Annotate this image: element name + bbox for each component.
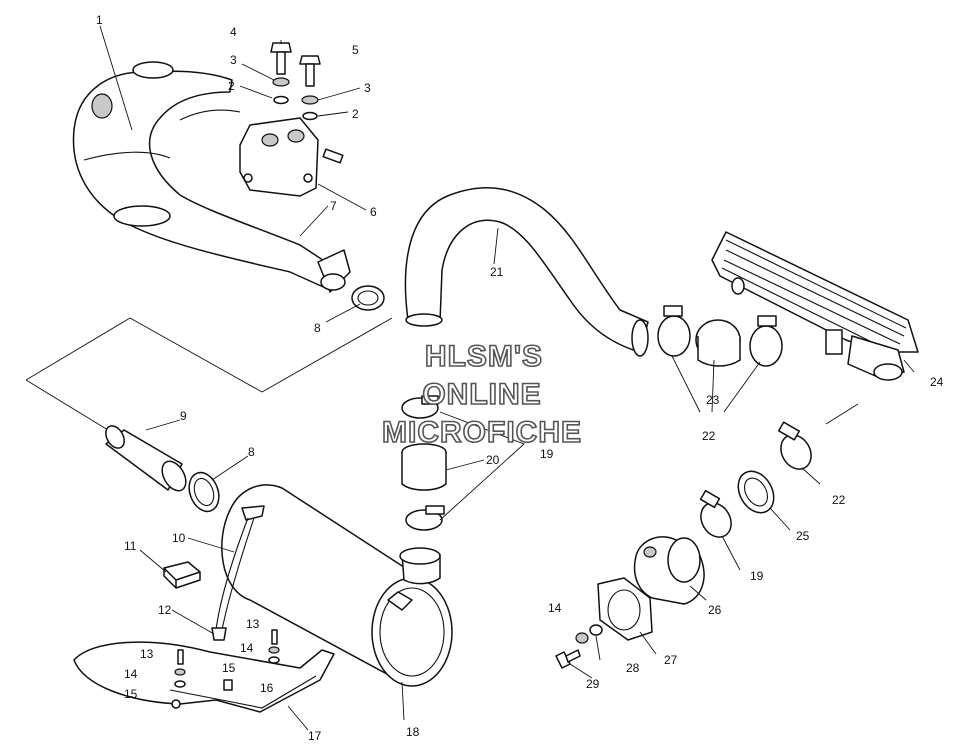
callout-26: 26 — [708, 603, 722, 617]
callout-10: 10 — [172, 531, 186, 545]
callout-25: 25 — [796, 529, 810, 543]
callout-24: 24 — [930, 375, 944, 389]
bolt-29 — [555, 624, 603, 669]
sleeve-leader-lines — [439, 411, 525, 521]
muffler — [221, 484, 453, 687]
callout-1: 1 — [96, 13, 103, 27]
callout-17: 17 — [308, 729, 322, 743]
callout-18: 18 — [406, 725, 420, 739]
callout-22b: 22 — [832, 493, 846, 507]
coupler-25 — [737, 470, 775, 514]
hose-clamp-22-left — [657, 305, 691, 357]
coupler-23 — [695, 319, 741, 367]
callout-16: 16 — [260, 681, 274, 695]
exhaust-elbow — [633, 536, 705, 605]
callout-4: 4 — [230, 25, 237, 39]
bolt-5 — [299, 55, 321, 121]
callout-14c: 14 — [548, 601, 562, 615]
hose-clamp-22-right — [749, 315, 783, 367]
callout-6: 6 — [370, 205, 377, 219]
clamp-19-upper — [401, 395, 439, 419]
rubber-hose — [404, 187, 649, 357]
callout-13a: 13 — [246, 617, 260, 631]
watermark-line-3: MICROFICHE — [382, 416, 582, 449]
clamp-19-lower — [405, 505, 445, 531]
fastener-set-right — [268, 629, 280, 664]
muffler-strap — [211, 505, 265, 641]
callout-5: 5 — [352, 43, 359, 57]
bolt-4 — [270, 42, 292, 105]
callout-29: 29 — [586, 677, 600, 691]
callout-22a: 22 — [702, 429, 716, 443]
callout-19b: 19 — [750, 569, 764, 583]
callout-20: 20 — [486, 453, 500, 467]
callout-13b: 13 — [140, 647, 154, 661]
mounting-plate — [73, 641, 335, 713]
callout-19a: 19 — [540, 447, 554, 461]
callout-12: 12 — [158, 603, 172, 617]
callout-7: 7 — [330, 199, 337, 213]
callout-14a: 14 — [240, 641, 254, 655]
heat-exchanger-leader-dash — [825, 403, 859, 425]
callout-8b: 8 — [248, 445, 255, 459]
hose-clamp-19-lower-right — [699, 489, 732, 538]
clamp-ring-lower — [188, 471, 220, 513]
callout-14b: 14 — [124, 667, 138, 681]
callout-15b: 15 — [124, 687, 138, 701]
sleeve-20 — [401, 443, 447, 491]
callout-15a: 15 — [222, 661, 236, 675]
watermark-line-2: ONLINE — [422, 378, 541, 411]
stud-16 — [223, 679, 233, 691]
callout-2b: 2 — [352, 107, 359, 121]
exhaust-manifold — [239, 117, 344, 197]
callout-27: 27 — [664, 653, 678, 667]
heat-exchanger — [711, 231, 919, 381]
callout-9: 9 — [180, 409, 187, 423]
callout-28: 28 — [626, 661, 640, 675]
callout-11: 11 — [124, 539, 137, 553]
callout-3b: 3 — [364, 81, 371, 95]
callout-leaders — [99, 25, 915, 731]
watermark-line-1: HLSM'S — [425, 340, 543, 373]
callout-21: 21 — [490, 265, 504, 279]
callout-2a: 2 — [228, 79, 235, 93]
clamp-ring-upper — [351, 285, 385, 311]
callout-8a: 8 — [314, 321, 321, 335]
rubber-pad — [163, 561, 201, 589]
assembly-bracket-lines — [25, 317, 393, 393]
fastener-set-left — [174, 649, 186, 688]
callout-23: 23 — [706, 393, 720, 407]
hose-clamp-22-lower — [777, 421, 812, 470]
gasket-27 — [597, 577, 653, 641]
tube-9 — [105, 425, 187, 492]
callout-3a: 3 — [230, 53, 237, 67]
exhaust-pipe — [72, 61, 351, 293]
callout-labels: 1 4 5 3 3 2 2 6 7 8 8 9 10 11 12 13 13 1… — [96, 13, 944, 743]
